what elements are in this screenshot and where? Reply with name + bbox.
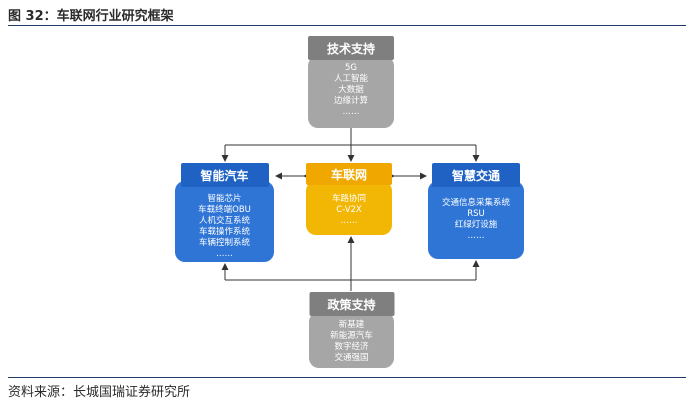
list-item: ……	[340, 216, 358, 226]
source-note: 资料来源：长城国瑞证券研究所	[8, 385, 191, 400]
smart-car-items: 智能芯片 车载终端OBU 人机交互系统 车载操作系统 车辆控制系统 ……	[198, 194, 251, 260]
tech-items: 5G 人工智能 大数据 边缘计算 ……	[334, 63, 368, 118]
list-item: ……	[467, 231, 485, 241]
node-body: 智能芯片 车载终端OBU 人机交互系统 车载操作系统 车辆控制系统 ……	[175, 181, 274, 262]
list-item: 车辆控制系统	[198, 238, 250, 248]
node-header: 车联网	[306, 163, 392, 185]
list-item: 大数据	[338, 85, 364, 95]
list-item: 交通强国	[334, 353, 369, 363]
smart-traffic-items: 交通信息采集系统 RSU 红绿灯设施 ……	[442, 198, 510, 242]
list-item: ……	[342, 107, 360, 117]
list-item: 新能源汽车	[330, 331, 373, 341]
node-policy-support: 新基建 新能源汽车 数字经济 交通强国 …… 政策支持	[309, 292, 394, 374]
node-header: 政策支持	[309, 292, 394, 316]
list-item: ……	[216, 249, 233, 259]
iov-items: 车路协同 C-V2X ……	[332, 194, 366, 227]
node-header: 智能汽车	[180, 163, 269, 187]
list-item: 红绿灯设施	[454, 220, 498, 230]
list-item: 人机交互系统	[198, 216, 250, 226]
source-divider	[8, 377, 686, 378]
node-tech-support: 5G 人工智能 大数据 边缘计算 …… 技术支持	[308, 36, 394, 128]
title-divider	[8, 25, 686, 26]
node-body: 车路协同 C-V2X ……	[306, 181, 392, 235]
list-item: 5G	[344, 63, 357, 73]
list-item: 车载终端OBU	[198, 205, 251, 215]
figure-title: 图 32：车联网行业研究框架	[8, 9, 174, 24]
node-smart-car: 智能芯片 车载终端OBU 人机交互系统 车载操作系统 车辆控制系统 …… 智能汽…	[175, 163, 274, 262]
list-item: RSU	[467, 209, 485, 219]
policy-items: 新基建 新能源汽车 数字经济 交通强国 ……	[330, 320, 373, 375]
list-item: 车载操作系统	[198, 227, 250, 237]
list-item: ……	[342, 364, 360, 374]
node-header: 技术支持	[308, 36, 394, 60]
list-item: 智能芯片	[207, 194, 242, 204]
node-iov: 车路协同 C-V2X …… 车联网	[306, 163, 392, 235]
list-item: 车路协同	[331, 194, 366, 204]
list-item: C-V2X	[336, 205, 362, 215]
list-item: 交通信息采集系统	[441, 198, 510, 208]
node-header: 智慧交通	[432, 163, 520, 187]
node-body: 新基建 新能源汽车 数字经济 交通强国 ……	[309, 312, 394, 374]
node-smart-traffic: 交通信息采集系统 RSU 红绿灯设施 …… 智慧交通	[428, 163, 524, 259]
list-item: 边缘计算	[333, 96, 368, 106]
list-item: 数字经济	[334, 342, 369, 352]
node-body: 5G 人工智能 大数据 边缘计算 ……	[308, 56, 394, 128]
list-item: 人工智能	[333, 74, 368, 84]
list-item: 新基建	[338, 320, 365, 330]
node-body: 交通信息采集系统 RSU 红绿灯设施 ……	[428, 181, 524, 259]
